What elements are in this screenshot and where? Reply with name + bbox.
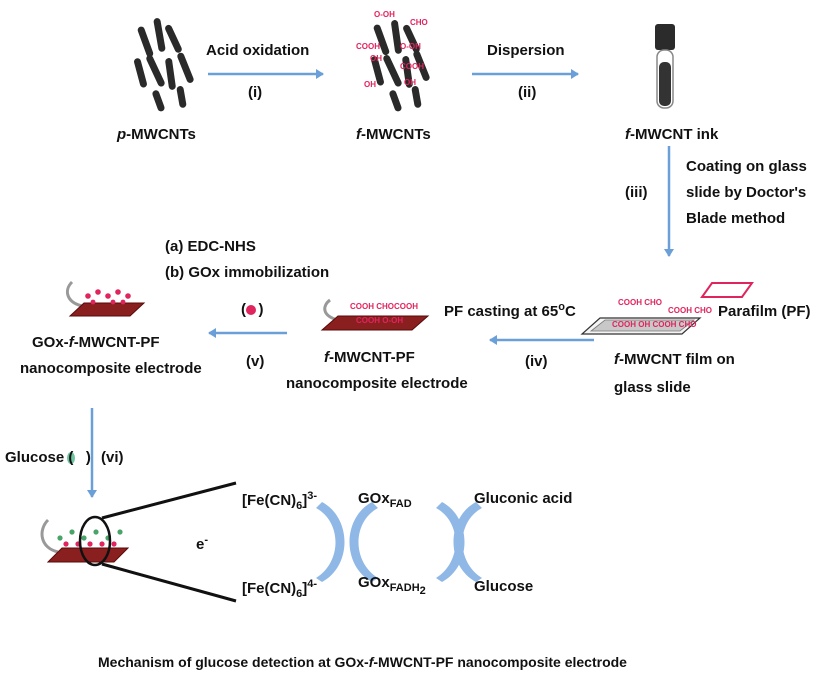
film-groups-2: COOH CHO — [668, 306, 712, 315]
fpf-label-2: nanocomposite electrode — [286, 375, 468, 392]
fmwcnt-pf-electrode — [320, 298, 430, 331]
fpf-groups-1: COOH CHOCOOH — [350, 302, 418, 311]
step-v-number: (v) — [246, 353, 265, 370]
step-iii-number: (iii) — [625, 184, 648, 201]
fgroup-cooh: COOH — [356, 42, 380, 51]
f-mwcnt-label: f-MWCNTs — [356, 126, 431, 143]
gox-fadh2-label: GOxFADH2 — [358, 574, 426, 598]
fgroup-oh: OH — [370, 54, 382, 63]
p-mwcnt-label: p-MWCNTs — [117, 126, 196, 143]
gox-label-2: nanocomposite electrode — [20, 360, 202, 377]
gox-fad-label: GOxFAD — [358, 490, 412, 510]
glucose-label: Glucose — [474, 578, 534, 595]
glass-slide-film — [580, 317, 702, 335]
gox-electrode-top — [65, 280, 146, 317]
electron-label: e- — [196, 534, 209, 553]
film-groups-3: COOH OH COOH CHO — [612, 320, 697, 329]
cycle-fe — [316, 502, 345, 582]
glucose-step-label: Glucose ( ) — [5, 449, 91, 466]
ink-vial-icon — [655, 24, 675, 109]
step-vi-number: (vi) — [101, 449, 124, 466]
gox-star-icon — [246, 305, 256, 315]
fpf-groups-2: COOH O-OH — [356, 316, 404, 325]
step-ii-number: (ii) — [518, 84, 537, 101]
cycle-gox — [349, 502, 378, 582]
gox-paren-open: ( ) — [241, 301, 264, 318]
zoom-circle — [78, 515, 112, 567]
film-groups-1: COOH CHO — [618, 298, 662, 307]
fgroup-cho: CHO — [410, 18, 428, 27]
step-i-label: Acid oxidation — [206, 42, 310, 59]
step-v-b: (b) GOx immobilization — [165, 264, 330, 281]
gox-label-1: GOx-f-MWCNT-PF — [32, 334, 160, 351]
step-iv-number: (iv) — [525, 353, 548, 370]
step-iii-line1: Coating on glass — [686, 158, 807, 175]
step-i-number: (i) — [248, 84, 263, 101]
fgroup-ooh: O-OH — [374, 10, 395, 19]
fe3-label: [Fe(CN)6]3- — [242, 490, 318, 512]
fgroup-oh-3: OH — [404, 78, 416, 87]
fpf-label-1: f-MWCNT-PF — [324, 349, 415, 366]
ink-label: f-MWCNT ink — [625, 126, 719, 143]
step-iii-line3: Blade method — [686, 210, 786, 227]
parafilm-sheet — [700, 282, 754, 298]
fgroup-oh-2: OH — [364, 80, 376, 89]
step-ii-label: Dispersion — [487, 42, 565, 59]
parafilm-label: Parafilm (PF) — [718, 303, 811, 320]
film-label-1: f-MWCNT film on — [614, 351, 735, 368]
fe4-label: [Fe(CN)6]4- — [242, 578, 318, 600]
figure-caption: Mechanism of glucose detection at GOx-f-… — [98, 654, 627, 670]
zoom-line-bottom — [101, 562, 237, 603]
step-v-a: (a) EDC-NHS — [165, 238, 256, 255]
glucose-drop-icon — [67, 452, 75, 464]
gluconic-acid-label: Gluconic acid — [474, 490, 573, 507]
step-iii-line2: slide by Doctor's — [686, 184, 807, 201]
zoom-line-top — [101, 481, 237, 520]
gox-electrode-bottom — [40, 518, 130, 563]
fgroup-ooh-2: O-OH — [400, 42, 421, 51]
p-mwcnt-icon — [134, 18, 194, 112]
cycle-gox-glucose — [436, 502, 482, 582]
f-mwcnt-icon — [371, 20, 430, 112]
film-label-2: glass slide — [614, 379, 691, 396]
fgroup-cooh-2: COOH — [400, 62, 424, 71]
step-iv-label: PF casting at 65oC — [444, 301, 576, 320]
